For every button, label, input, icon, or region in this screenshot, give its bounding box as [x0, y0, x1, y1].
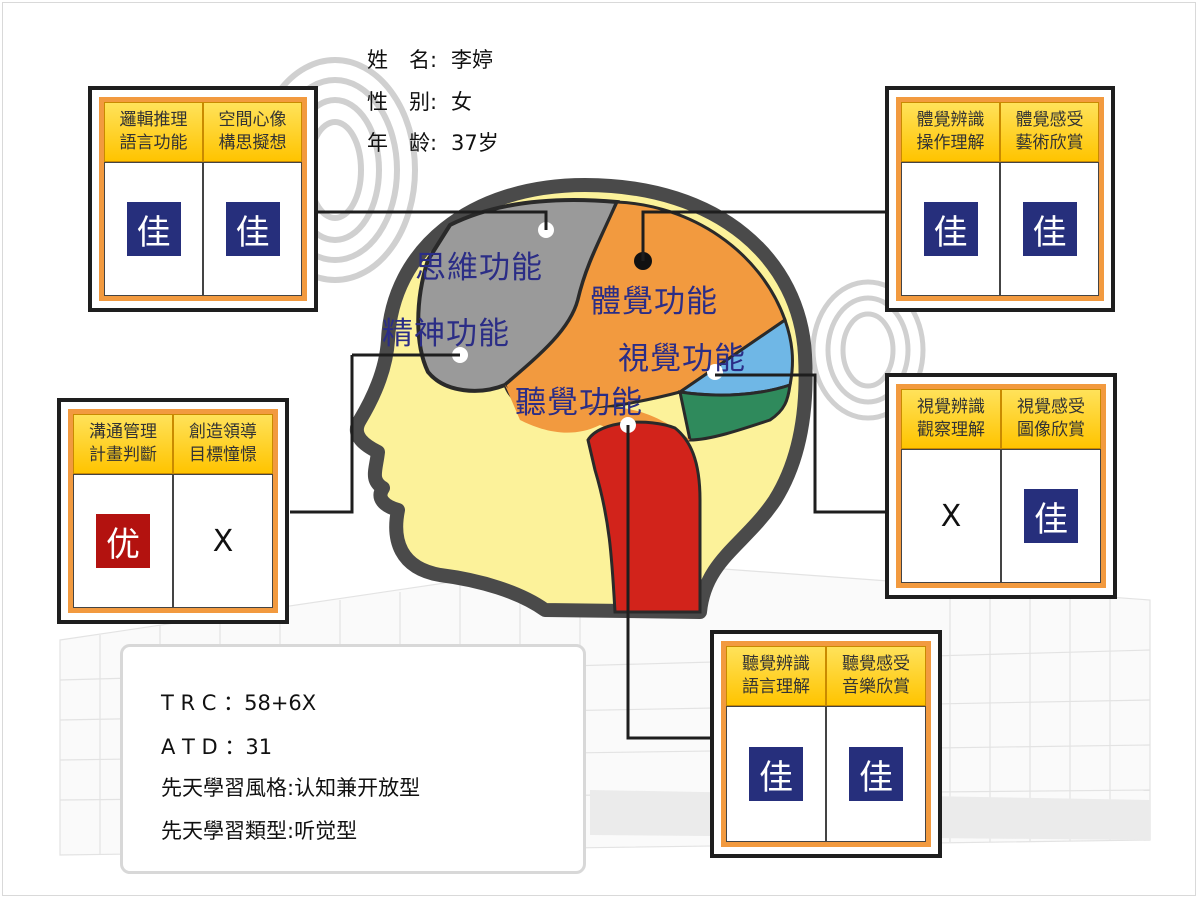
learning-type-value: 听觉型: [294, 819, 358, 843]
region-visual-label: 視覺功能: [618, 341, 746, 377]
age-row: 年 龄: 37岁: [367, 130, 499, 156]
box-cell: 佳: [1000, 162, 1099, 296]
box-cell: 佳: [826, 706, 926, 842]
age-label: 年 龄:: [367, 131, 438, 155]
region-thinking-label: 思維功能: [415, 250, 543, 286]
gender-row: 性 别: 女: [367, 89, 472, 115]
region-mental-label: 精神功能: [382, 316, 510, 352]
box-cell: 佳: [901, 162, 1000, 296]
rating-badge: 佳: [923, 202, 978, 256]
atd-row: A T D ：31: [161, 731, 272, 761]
box-header: 體覺辨識操作理解: [901, 102, 1000, 162]
rating-badge: 佳: [849, 747, 903, 801]
rating-badge: 佳: [749, 747, 803, 801]
gender-label: 性 别:: [367, 90, 438, 114]
atd-value: 31: [245, 735, 273, 759]
name-label: 姓 名:: [367, 48, 438, 72]
learning-style-label: 先天學習風格:: [161, 776, 295, 800]
function-box-top-right: 體覺辨識操作理解 體覺感受藝術欣賞 佳 佳: [885, 86, 1115, 312]
function-box-mid-left: 溝通管理計畫判斷 創造領導目標憧憬 优 X: [57, 398, 289, 624]
rating-x: X: [212, 523, 234, 559]
rating-badge: 佳: [1022, 202, 1077, 256]
box-cell: 佳: [104, 162, 203, 296]
function-box-top-left: 邏輯推理語言功能 空間心像構思擬想 佳 佳: [88, 86, 318, 312]
box-cell: 优: [73, 474, 173, 608]
name-row: 姓 名: 李婷: [367, 47, 493, 73]
rating-badge: 佳: [225, 202, 280, 256]
region-auditory-label: 聽覺功能: [515, 385, 643, 421]
box-header: 體覺感受藝術欣賞: [1000, 102, 1099, 162]
box-header: 邏輯推理語言功能: [104, 102, 203, 162]
box-header: 視覺感受圖像欣賞: [1001, 389, 1101, 449]
learning-type-label: 先天學習類型:: [161, 819, 295, 843]
box-header: 溝通管理計畫判斷: [73, 414, 173, 474]
trc-row: T R C ：58+6X: [161, 687, 316, 717]
connector-lines: [290, 210, 888, 740]
rating-badge: 佳: [126, 202, 181, 256]
head-illustration: [349, 178, 813, 619]
box-cell: 佳: [203, 162, 302, 296]
box-cell: X: [901, 449, 1001, 583]
box-header: 空間心像構思擬想: [203, 102, 302, 162]
box-header: 聽覺感受音樂欣賞: [826, 646, 926, 706]
rating-badge: 佳: [1024, 489, 1078, 543]
function-box-mid-right: 視覺辨識觀察理解 視覺感受圖像欣賞 X 佳: [885, 373, 1117, 599]
box-header: 視覺辨識觀察理解: [901, 389, 1001, 449]
box-cell: 佳: [726, 706, 826, 842]
learning-style-value: 认知兼开放型: [294, 776, 421, 800]
trc-value: 58+6X: [244, 691, 317, 715]
rating-x: X: [940, 498, 962, 534]
age-value: 37岁: [451, 131, 499, 155]
box-cell: 佳: [1001, 449, 1101, 583]
box-header: 創造領導目標憧憬: [173, 414, 273, 474]
rating-badge: 优: [96, 514, 150, 568]
learning-style-row: 先天學習風格:认知兼开放型: [161, 772, 420, 802]
atd-label: A T D ：: [161, 735, 246, 759]
summary-panel: T R C ：58+6X A T D ：31 先天學習風格:认知兼开放型 先天學…: [120, 644, 586, 874]
fingerprint-icon: [810, 279, 926, 421]
box-header: 聽覺辨識語言理解: [726, 646, 826, 706]
region-body-label: 體覺功能: [590, 284, 718, 320]
learning-type-row: 先天學習類型:听觉型: [161, 815, 357, 845]
gender-value: 女: [451, 90, 472, 114]
name-value: 李婷: [451, 48, 493, 72]
function-box-bottom: 聽覺辨識語言理解 聽覺感受音樂欣賞 佳 佳: [710, 630, 942, 858]
trc-label: T R C ：: [161, 691, 245, 715]
box-cell: X: [173, 474, 273, 608]
